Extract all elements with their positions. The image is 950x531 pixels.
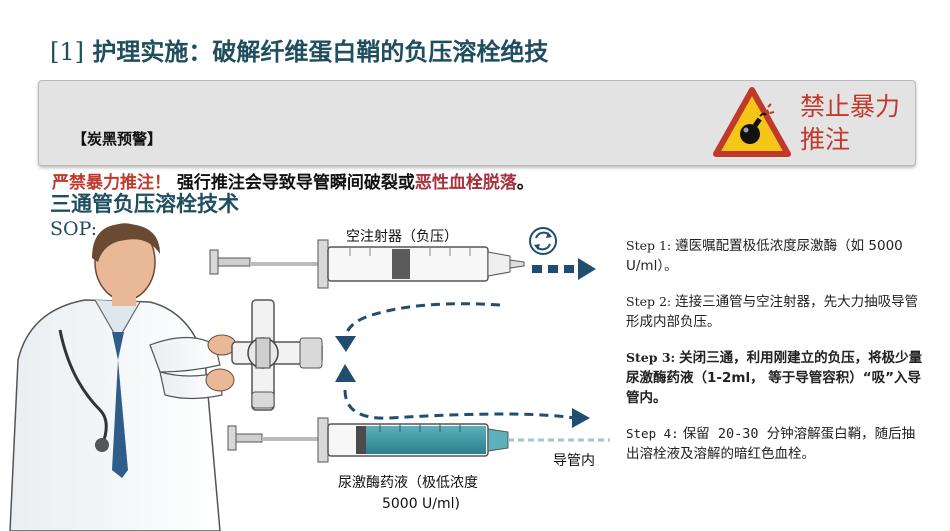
empty-syringe <box>209 239 525 289</box>
warning-heading: 【炭黑预警】 <box>72 130 163 148</box>
steps-list: Step 1:遵医嘱配置极低浓度尿激酶（如 5000 U/ml）。 Step 2… <box>626 236 926 480</box>
step-4-text: 保留 20-30 分钟溶解蛋白鞘，随后抽出溶栓液及溶解的暗红色血栓。 <box>626 426 916 462</box>
empty-syringe-label: 空注射器（负压） <box>346 229 458 245</box>
drug-syringe-label: 尿激酶药液（极低浓度 5000 U/ml) <box>338 472 478 512</box>
procedure-illustration <box>9 223 610 531</box>
bomb-warning-icon <box>713 87 791 157</box>
curved-arrow-upper <box>343 302 501 339</box>
step-2: Step 2:连接三通管与空注射器，先大力抽吸导管形成内部负压。 <box>626 292 926 332</box>
rotate-icon <box>529 227 557 255</box>
warning-badge: 禁止暴力推注 <box>800 92 901 154</box>
warning-body-red: 恶性血栓脱落 <box>414 173 517 193</box>
warning-line: 严禁暴力推注！ 强行推注会导致导管瞬间破裂或恶性血栓脱落。 <box>52 168 534 193</box>
dashed-arrow-out <box>532 258 596 280</box>
drug-syringe <box>227 417 610 463</box>
step-3-tag: Step 3: <box>626 350 676 365</box>
sop-label: SOP: <box>50 218 98 240</box>
curved-arrow-lower <box>343 389 576 420</box>
step-1-text: 遵医嘱配置极低浓度尿激酶（如 5000 U/ml）。 <box>626 238 903 274</box>
warning-emphasis: 严禁暴力推注！ <box>52 173 171 193</box>
step-2-tag: Step 2: <box>626 294 672 309</box>
catheter-label: 导管内 <box>553 453 595 469</box>
three-way-stopcock <box>231 299 323 411</box>
warning-body-end: 。 <box>516 173 534 193</box>
step-1: Step 1:遵医嘱配置极低浓度尿激酶（如 5000 U/ml）。 <box>626 236 926 276</box>
step-3: Step 3:关闭三通，利用刚建立的负压，将极少量尿激酶药液（1-2ml， 等于… <box>626 348 926 408</box>
doctor-figure <box>9 223 237 531</box>
step-3-text: 关闭三通，利用刚建立的负压，将极少量尿激酶药液（1-2ml， 等于导管容积）“吸… <box>626 350 923 406</box>
step-4: Step 4:保留 20-30 分钟溶解蛋白鞘，随后抽出溶栓液及溶解的暗红色血栓… <box>626 424 926 464</box>
subtitle: 三通管负压溶栓技术 <box>50 192 239 216</box>
page-title: [1] 护理实施：破解纤维蛋白鞘的负压溶栓绝技 <box>50 34 690 70</box>
drug-syringe-label-line2: 5000 U/ml) <box>381 496 461 512</box>
step-1-tag: Step 1: <box>626 238 672 253</box>
drug-syringe-label-line1: 尿激酶药液（极低浓度 <box>338 475 478 491</box>
step-4-tag: Step 4: <box>626 426 679 441</box>
title-number: [1] <box>50 38 84 66</box>
step-2-text: 连接三通管与空注射器，先大力抽吸导管形成内部负压。 <box>626 294 919 330</box>
warning-body-start: 强行推注会导致导管瞬间破裂或 <box>176 173 415 193</box>
title-text: 护理实施：破解纤维蛋白鞘的负压溶栓绝技 <box>92 38 549 66</box>
